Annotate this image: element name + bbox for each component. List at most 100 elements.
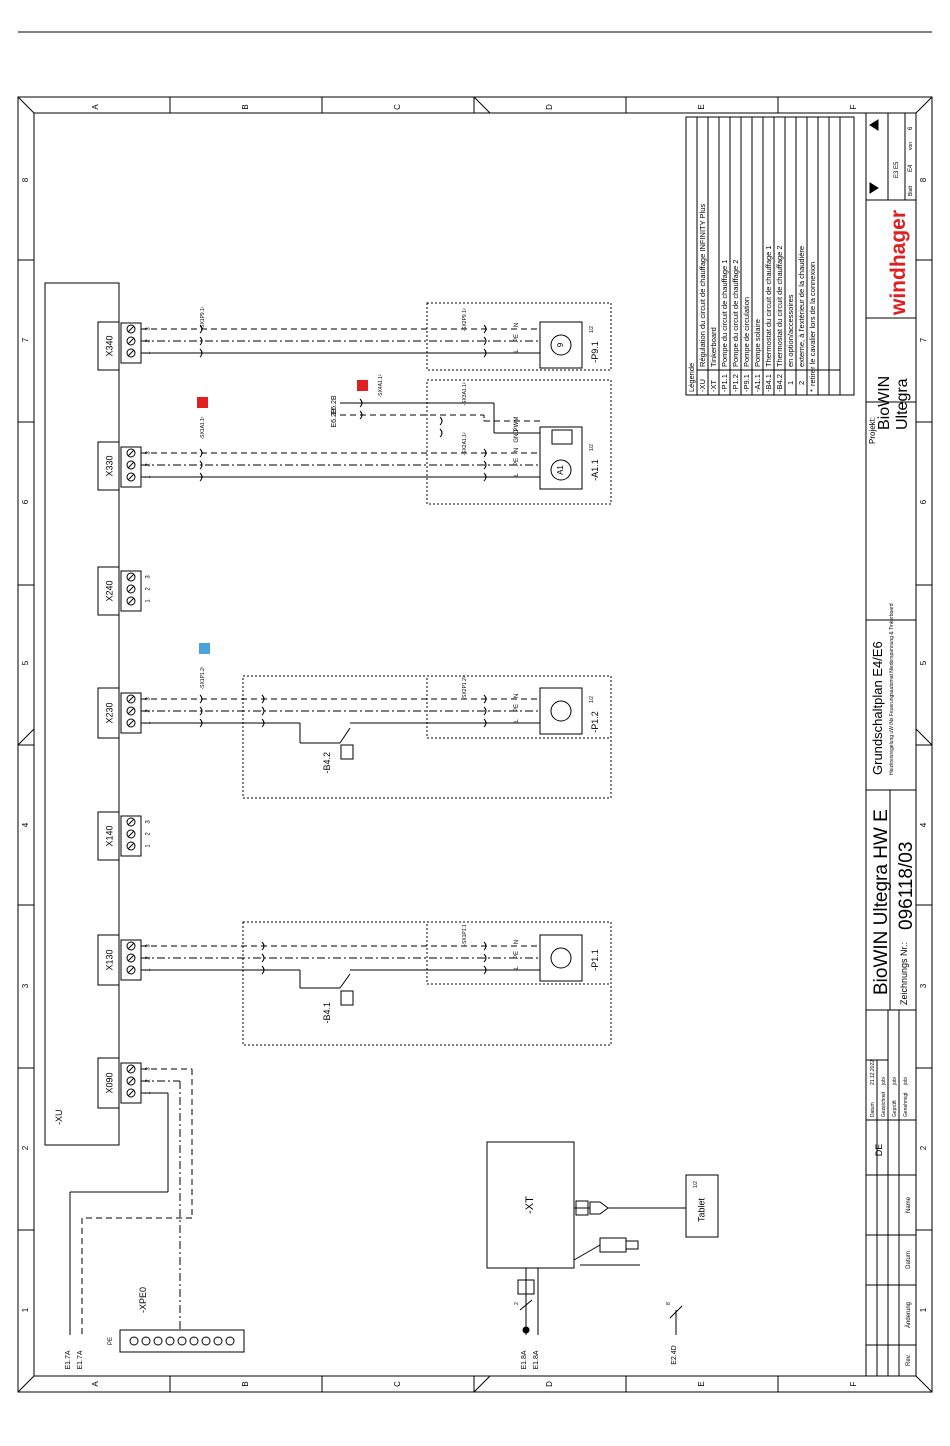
- svg-text:Thermostat du circuit de chauf: Thermostat du circuit de chauffage 1: [764, 245, 773, 367]
- pump-box-p11: [539, 934, 583, 982]
- svg-text:2: 2: [797, 381, 806, 385]
- pump-number-a11: A1: [556, 465, 565, 475]
- usb-input-wires: [517, 1268, 539, 1335]
- col-number-8-left: 8: [21, 177, 30, 182]
- approved-value: jobi: [903, 1077, 909, 1086]
- wires-x330: [141, 402, 540, 478]
- col-number-8-right: 8: [919, 177, 928, 182]
- pump-icon-p12: [550, 700, 572, 722]
- ref-e62b-2: E6.2B: [331, 408, 338, 427]
- plan-title: Grundschaltplan E4/E6: [870, 641, 885, 775]
- row-letter-b-bottom: B: [241, 1381, 250, 1386]
- row-letter-d-top: D: [545, 104, 554, 110]
- svg-text:Thermostat du circuit de chauf: Thermostat du circuit de chauffage 2: [775, 245, 784, 367]
- svg-text:Pompe de circulation: Pompe de circulation: [742, 297, 751, 367]
- date-value: 21.12.2022: [870, 1060, 876, 1085]
- wires-x130: [141, 945, 540, 989]
- svg-text:L: L: [514, 349, 520, 353]
- connector-x140: X140: [97, 811, 142, 861]
- svg-text:1: 1: [786, 381, 795, 385]
- xpe-terminal-strip: [119, 1329, 245, 1353]
- row-letter-a-bottom: A: [91, 1381, 100, 1387]
- language-code: DE: [874, 1144, 884, 1157]
- checked-label: Geprüft: [892, 1100, 898, 1117]
- drawn-value: jobi: [881, 1077, 887, 1086]
- connector-x130-label: X130: [104, 949, 114, 970]
- device-label-b42: -B4.2: [322, 752, 332, 774]
- svg-text:-P1.1: -P1.1: [720, 374, 729, 392]
- wires-x340: [141, 328, 540, 354]
- row-letter-a-top: A: [91, 104, 100, 110]
- device-label-p12: -P1.2: [590, 711, 600, 733]
- marker-red-a11: [197, 397, 208, 408]
- device-box-p11: [426, 921, 612, 985]
- xpe-pe-label: PE: [108, 1337, 114, 1345]
- svg-text:-P1.2: -P1.2: [731, 374, 740, 392]
- thermostat-icon-b41: [340, 990, 354, 1006]
- svg-text:3: 3: [146, 327, 152, 331]
- device-label-b41: -B4.1: [322, 1002, 332, 1024]
- pump-box-a11: [539, 426, 583, 490]
- connector-x230-label: X230: [104, 702, 114, 723]
- svg-text:Pompe solaire: Pompe solaire: [753, 319, 762, 367]
- svg-text:PE: PE: [514, 951, 520, 959]
- device-sup-p91: 1/2: [589, 326, 595, 333]
- svg-text:*: *: [808, 389, 817, 392]
- of-label: von: [908, 142, 914, 150]
- legend-text: Légende -XU Régulation du circuit de cha…: [687, 204, 817, 392]
- sheet-label: Blatt: [908, 185, 914, 196]
- pump-number-p91: 9: [556, 342, 565, 347]
- connector-x340-label: X340: [104, 335, 114, 356]
- svg-text:PE: PE: [514, 458, 520, 466]
- svg-text:retirer le cavalier lors de la: retirer le cavalier lors de la connexion: [808, 262, 817, 386]
- svg-text:2: 2: [146, 832, 152, 836]
- svg-text:PE: PE: [514, 334, 520, 342]
- plug-label-pwm: -SX4A1.1²: [378, 374, 384, 397]
- svg-text:Régulation du circuit de chauf: Régulation du circuit de chauffage INFIN…: [698, 204, 707, 367]
- connector-x240: X240: [97, 566, 142, 616]
- label-2: 2: [514, 1302, 520, 1305]
- legend-title: Légende: [687, 363, 696, 392]
- svg-text:Pompe du circuit de chauffage: Pompe du circuit de chauffage 2: [731, 260, 740, 367]
- pump-icon-a11: [550, 459, 572, 481]
- drawing-no: 096118/03: [896, 842, 917, 930]
- connector-x090: X090: [97, 1057, 142, 1109]
- pwm-module-icon: [551, 429, 573, 445]
- plug-symbols-x340: [199, 324, 487, 358]
- tinkerboard-box: [486, 1141, 575, 1269]
- rev-label: Rev.: [906, 1354, 912, 1366]
- row-letter-d-bottom: D: [545, 1381, 554, 1387]
- device-box-p12: [426, 675, 612, 739]
- row-letter-c-bottom: C: [393, 1381, 402, 1387]
- cable-label-p12: -SX2P1.2²: [462, 676, 468, 699]
- tablet-sup: 1/2: [693, 1181, 699, 1188]
- device-label-p91: -P9.1: [590, 341, 600, 363]
- date-label: Datum: [870, 1102, 876, 1117]
- svg-text:-B4.2: -B4.2: [775, 374, 784, 392]
- plug-label-a11: -SX1A1.1¹: [200, 416, 206, 439]
- svg-text:N: N: [514, 694, 520, 698]
- connector-x240-label: X240: [104, 580, 114, 601]
- ref-e24d: E2.4D: [671, 1345, 678, 1364]
- project-name-1: BioWIN: [876, 376, 893, 430]
- svg-text:L: L: [514, 473, 520, 477]
- connector-x230: X230: [97, 687, 142, 739]
- pump-box-p91: [539, 321, 583, 369]
- col-number-2-right: 2: [919, 1145, 928, 1150]
- date-col-label: Datum: [906, 1251, 912, 1269]
- row-letter-e-bottom: E: [697, 1381, 706, 1386]
- drawn-label: Gezeichnet: [881, 1091, 887, 1117]
- legend-row-lines: [696, 117, 841, 395]
- pump-icon-p11: [550, 947, 572, 969]
- ref-e18a-2: E1.8A: [533, 1350, 540, 1369]
- sheet-number: E4: [908, 164, 914, 172]
- thermostat-icon-b42: [340, 744, 354, 760]
- connector-x090-label: X090: [104, 1072, 114, 1093]
- wires-x090: [69, 1068, 193, 1335]
- svg-text:GND: GND: [514, 429, 520, 443]
- tablet-box: [685, 1174, 719, 1238]
- connector-x140-label: X140: [104, 825, 114, 846]
- cable-label-a11: -SX2A1.1²: [462, 432, 468, 455]
- connector-x340: X340: [97, 321, 142, 371]
- marker-blue-p12: [199, 643, 210, 654]
